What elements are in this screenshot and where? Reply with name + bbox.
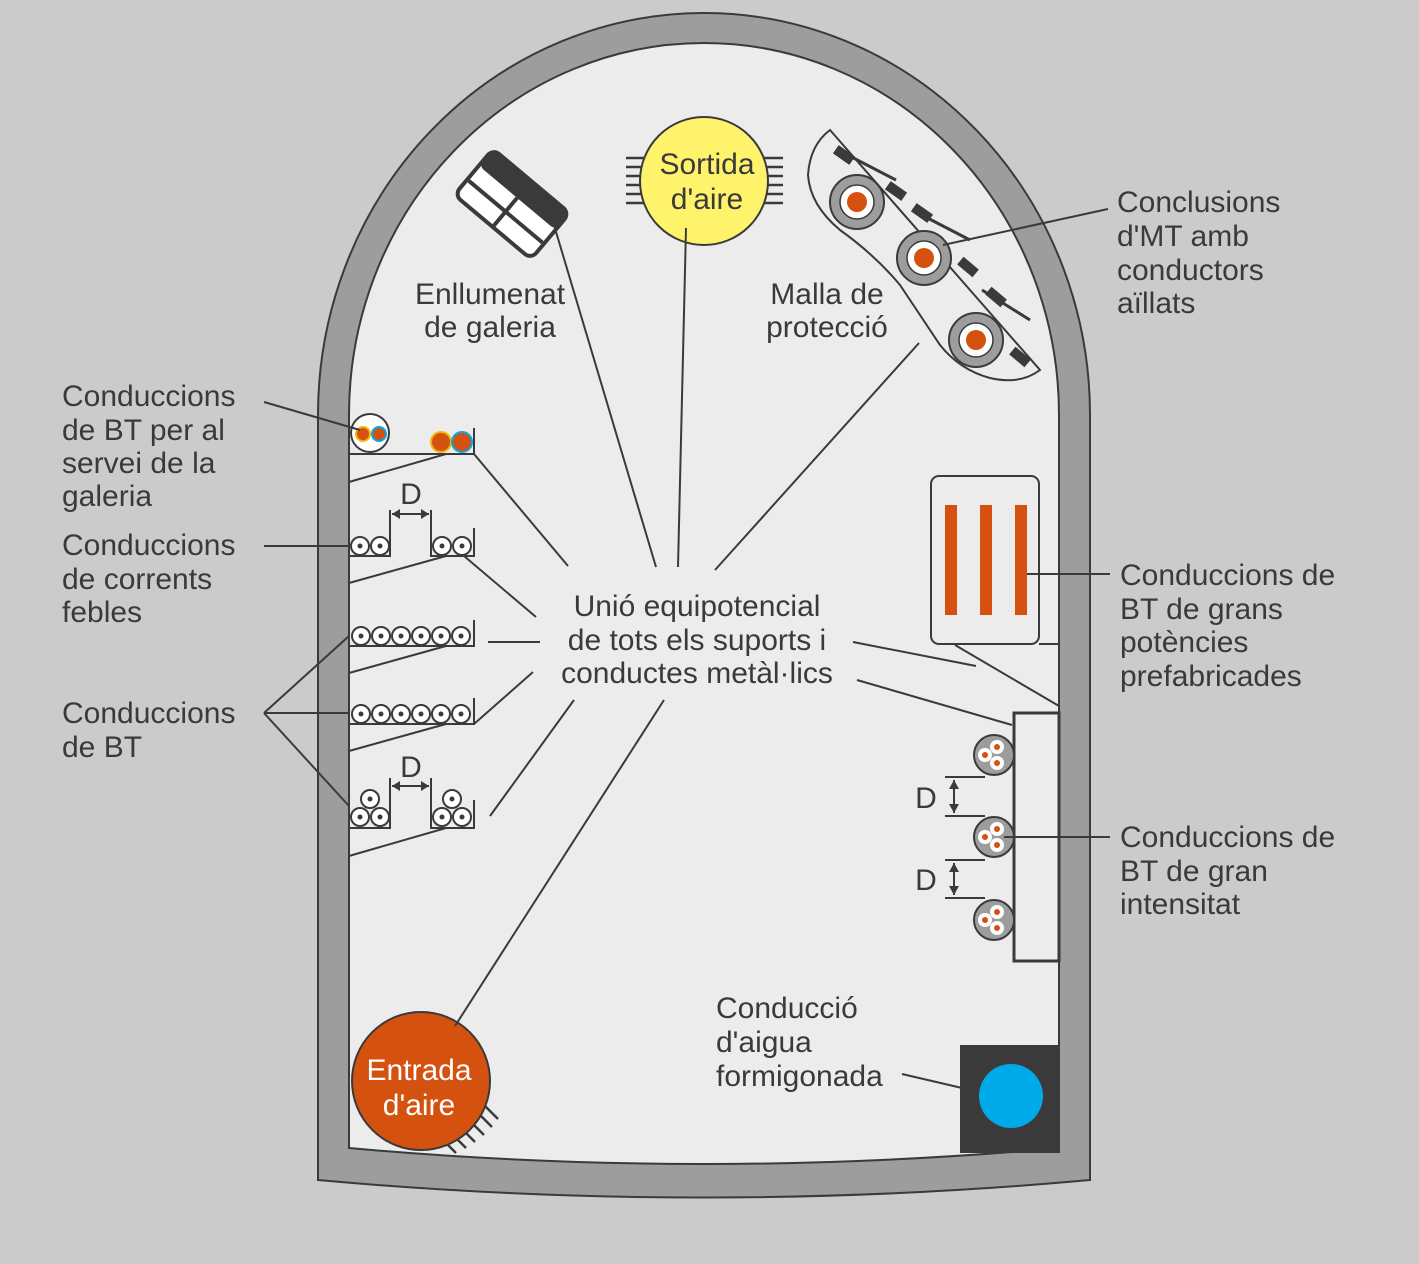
svg-text:d'aigua: d'aigua bbox=[716, 1026, 812, 1059]
svg-text:d'aire: d'aire bbox=[671, 183, 743, 216]
cable-tray-bt bbox=[348, 698, 475, 752]
svg-text:D: D bbox=[915, 864, 937, 897]
svg-text:aïllats: aïllats bbox=[1117, 287, 1195, 320]
label-water-conduit: Conducció d'aigua formigonada bbox=[716, 992, 883, 1093]
svg-text:de galeria: de galeria bbox=[424, 311, 556, 344]
svg-text:Conduccions: Conduccions bbox=[62, 529, 235, 562]
dimension-labels: D D D D bbox=[400, 478, 937, 897]
svg-text:formigonada: formigonada bbox=[716, 1060, 883, 1093]
svg-text:conductes metàl·lics: conductes metàl·lics bbox=[561, 657, 833, 690]
svg-text:Conduccions: Conduccions bbox=[62, 380, 235, 413]
svg-text:febles: febles bbox=[62, 596, 142, 629]
svg-text:BT de grans: BT de grans bbox=[1120, 593, 1283, 626]
svg-text:de tots els suports i: de tots els suports i bbox=[568, 624, 826, 657]
label-air-outlet: Sortida d'aire bbox=[659, 148, 754, 216]
high-current-cable bbox=[973, 899, 1015, 941]
svg-text:BT de gran: BT de gran bbox=[1120, 855, 1268, 888]
svg-text:galeria: galeria bbox=[62, 480, 152, 513]
label-gallery-lighting: Enllumenat de galeria bbox=[415, 278, 566, 344]
svg-text:Conducció: Conducció bbox=[716, 992, 858, 1025]
label-bt: Conduccions de BT bbox=[62, 697, 235, 764]
svg-text:Enllumenat: Enllumenat bbox=[415, 278, 566, 311]
svg-text:conductors: conductors bbox=[1117, 254, 1264, 287]
svg-text:Conduccions de: Conduccions de bbox=[1120, 559, 1335, 592]
mt-cable bbox=[948, 312, 1004, 368]
svg-text:Sortida: Sortida bbox=[659, 148, 754, 181]
label-bt-high-current: Conduccions de BT de gran intensitat bbox=[1120, 821, 1335, 921]
svg-text:intensitat: intensitat bbox=[1120, 888, 1241, 921]
svg-text:servei de la: servei de la bbox=[62, 447, 216, 480]
label-bt-high-power-prefab: Conduccions de BT de grans potències pre… bbox=[1120, 559, 1335, 693]
high-current-cable bbox=[973, 734, 1015, 776]
svg-text:D: D bbox=[400, 478, 422, 511]
svg-text:d'MT amb: d'MT amb bbox=[1117, 220, 1249, 253]
svg-text:de BT per al: de BT per al bbox=[62, 414, 225, 447]
water-conduit bbox=[960, 1045, 1060, 1153]
label-protection-mesh: Malla de protecció bbox=[766, 278, 888, 344]
svg-text:Entrada: Entrada bbox=[366, 1054, 471, 1087]
svg-text:Conduccions: Conduccions bbox=[62, 697, 235, 730]
leader-lines bbox=[263, 204, 1110, 1089]
air-outlet-icon bbox=[626, 116, 783, 246]
cable-tray-bt-spaced bbox=[348, 778, 475, 857]
label-air-inlet: Entrada d'aire bbox=[366, 1054, 471, 1122]
svg-text:prefabricades: prefabricades bbox=[1120, 660, 1302, 693]
air-inlet-icon bbox=[351, 1011, 499, 1154]
svg-text:protecció: protecció bbox=[766, 311, 888, 344]
svg-text:Conclusions: Conclusions bbox=[1117, 186, 1280, 219]
label-equipotential-bonding: Unió equipotencial de tots els suports i… bbox=[561, 590, 833, 690]
label-mt-conclusions: Conclusions d'MT amb conductors aïllats bbox=[1117, 186, 1280, 320]
svg-text:Conduccions de: Conduccions de bbox=[1120, 821, 1335, 854]
svg-text:potències: potències bbox=[1120, 626, 1248, 659]
gallery-light-icon bbox=[455, 150, 569, 258]
svg-text:Malla de: Malla de bbox=[770, 278, 883, 311]
cable-tray-bt bbox=[348, 620, 475, 674]
cable-tray-weak-current bbox=[348, 509, 475, 584]
svg-text:D: D bbox=[915, 782, 937, 815]
mt-cable bbox=[896, 230, 952, 286]
svg-text:Unió equipotencial: Unió equipotencial bbox=[574, 590, 821, 623]
mt-cable bbox=[829, 174, 885, 230]
svg-text:d'aire: d'aire bbox=[383, 1089, 455, 1122]
svg-text:de BT: de BT bbox=[62, 731, 142, 764]
label-weak-currents: Conduccions de corrents febles bbox=[62, 529, 235, 629]
high-current-cable bbox=[973, 816, 1015, 858]
svg-text:de corrents: de corrents bbox=[62, 563, 212, 596]
label-bt-service: Conduccions de BT per al servei de la ga… bbox=[62, 380, 235, 513]
svg-text:D: D bbox=[400, 751, 422, 784]
prefabricated-busbar bbox=[930, 475, 1059, 645]
tunnel-interior bbox=[348, 42, 1060, 1165]
